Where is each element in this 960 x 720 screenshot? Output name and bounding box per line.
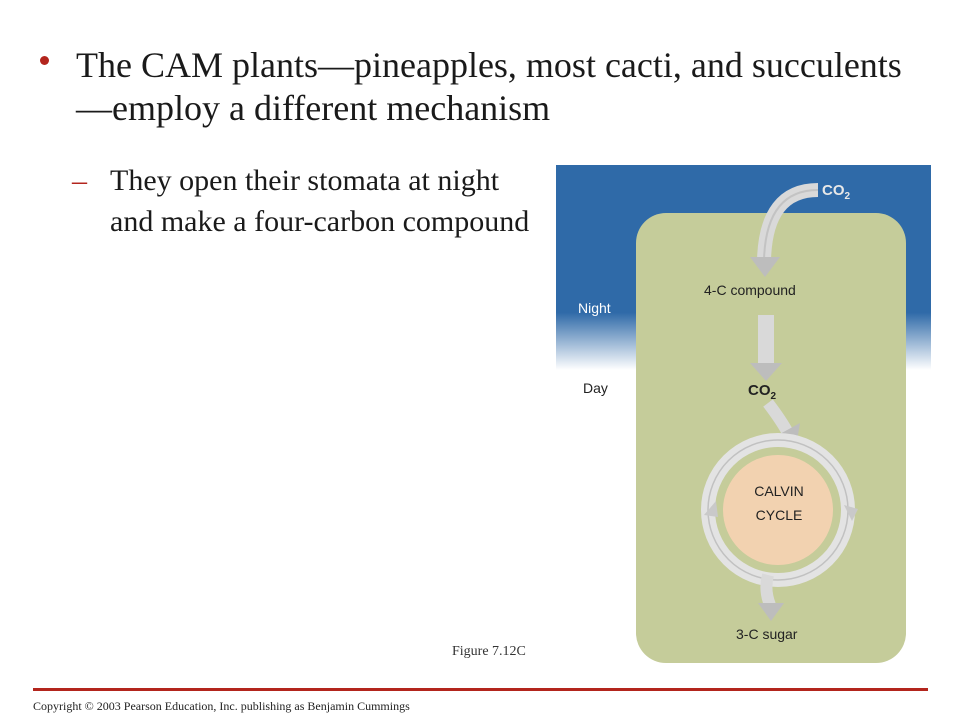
calvin-ring-arrow-left: [704, 501, 718, 517]
cam-diagram-graphic: [556, 165, 931, 663]
sub-bullet-dash: –: [72, 164, 87, 197]
co2-intake-arrowhead: [750, 257, 780, 277]
footer-divider: [33, 688, 928, 691]
three-carbon-sugar-label: 3-C sugar: [736, 626, 798, 642]
sugar-output-arrow: [760, 573, 776, 608]
release-arrow-shaft: [758, 315, 774, 367]
main-bullet-text: The CAM plants—pineapples, most cacti, a…: [76, 45, 902, 128]
calvin-cycle-disc: [723, 455, 833, 565]
four-carbon-compound-label: 4-C compound: [704, 282, 796, 298]
release-arrow-head: [750, 363, 782, 381]
sugar-output-arrowhead: [758, 603, 784, 621]
co2-intake-label: CO2: [822, 182, 851, 202]
co2-intake-arrow: [757, 183, 819, 261]
day-label: Day: [583, 380, 608, 396]
sub-bullet-text: They open their stomata at night and mak…: [110, 164, 530, 238]
calvin-ring-arrow-right: [844, 505, 858, 521]
night-label: Night: [578, 300, 611, 316]
co2-release-label: CO2: [748, 382, 777, 402]
copyright-text: Copyright © 2003 Pearson Education, Inc.…: [33, 699, 410, 713]
figure-label: Figure 7.12C: [452, 644, 526, 659]
bullet-dot: [40, 56, 49, 65]
